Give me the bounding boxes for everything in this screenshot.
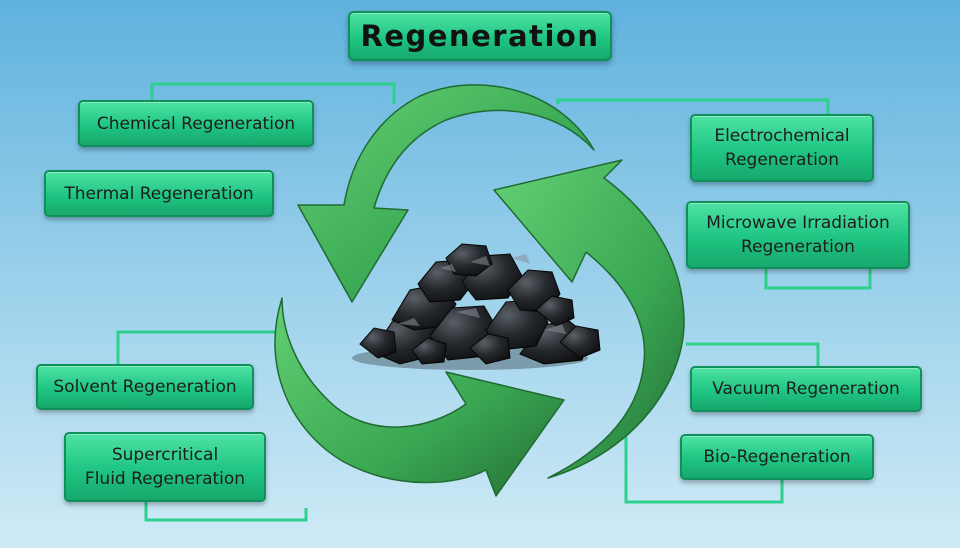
connector-chemical: [150, 82, 396, 104]
method-bio-regeneration: Bio-Regeneration: [680, 434, 874, 480]
method-solvent-regeneration: Solvent Regeneration: [36, 364, 254, 410]
method-label: Electrochemical Regeneration: [714, 126, 850, 170]
arrow-bottom: [274, 297, 565, 497]
method-label: Vacuum Regeneration: [712, 379, 900, 399]
method-microwave-irradiation-regeneration: Microwave Irradiation Regeneration: [686, 201, 910, 269]
method-label: Bio-Regeneration: [703, 447, 851, 467]
method-label: Microwave Irradiation Regeneration: [706, 213, 890, 257]
connector-solvent: [116, 330, 282, 366]
page-title: Regeneration: [360, 19, 600, 53]
method-electrochemical-regeneration: Electrochemical Regeneration: [690, 114, 874, 182]
coal-pile-icon: [352, 243, 601, 370]
connector-bio: [624, 428, 784, 504]
connector-supercritical: [144, 500, 308, 522]
connector-lines: [116, 82, 872, 522]
method-label: Chemical Regeneration: [96, 113, 296, 134]
connector-electrochemical: [556, 98, 830, 118]
method-chemical-regeneration: Chemical Regeneration: [78, 100, 314, 147]
method-label: Supercritical Fluid Regeneration: [84, 445, 246, 489]
arrow-right: [493, 159, 685, 479]
title-banner: Regeneration: [348, 11, 612, 61]
method-label: Thermal Regeneration: [64, 183, 254, 204]
recycle-arrows-icon: [274, 84, 685, 497]
connector-microwave: [764, 268, 872, 290]
method-supercritical-fluid-regeneration: Supercritical Fluid Regeneration: [64, 432, 266, 502]
method-vacuum-regeneration: Vacuum Regeneration: [690, 366, 922, 412]
connector-vacuum: [686, 342, 820, 368]
method-label: Solvent Regeneration: [53, 377, 237, 397]
arrow-top: [297, 84, 595, 303]
method-thermal-regeneration: Thermal Regeneration: [44, 170, 274, 217]
